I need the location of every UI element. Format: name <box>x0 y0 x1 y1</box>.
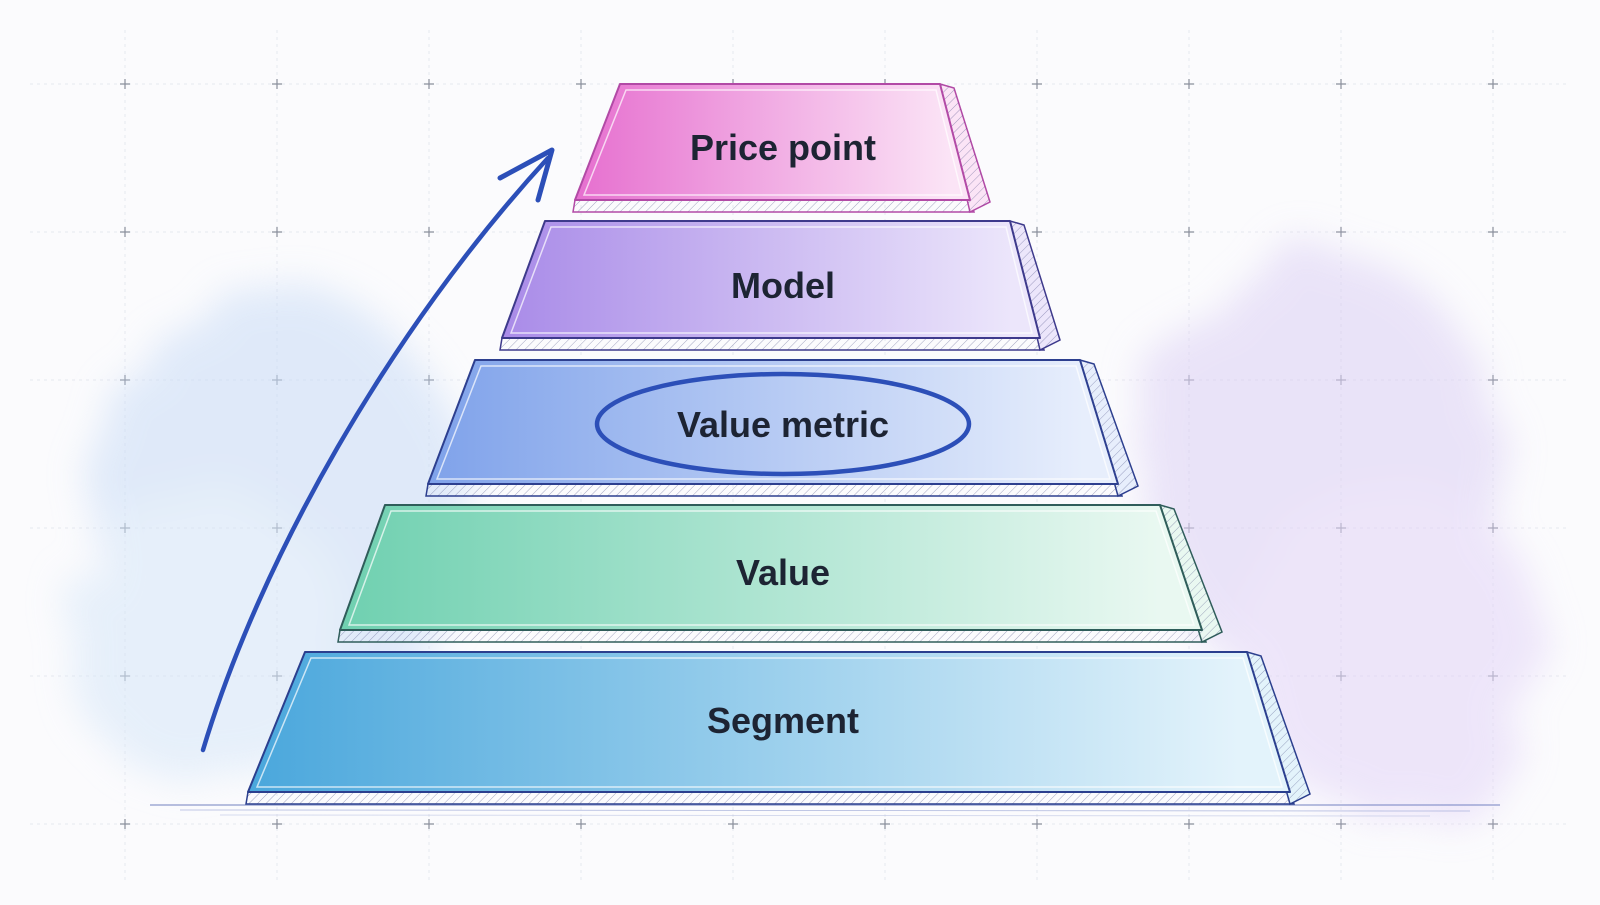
grid-cross-mark <box>1336 819 1346 829</box>
tier-label-model: Model <box>731 265 835 306</box>
grid-cross-mark <box>424 79 434 89</box>
pyramid-tiers <box>245 82 1311 806</box>
tier-segment-side-hatch <box>1247 652 1310 804</box>
tier-segment-inner-sketch <box>255 657 1284 788</box>
grid-cross-mark <box>1488 819 1498 829</box>
tier-value-metric <box>425 358 1139 498</box>
tier-value <box>337 503 1223 644</box>
tier-value-inner-sketch <box>347 510 1196 626</box>
grid-cross-mark <box>1032 819 1042 829</box>
tier-segment-front-face <box>247 651 1291 793</box>
grid-cross-mark <box>272 819 282 829</box>
tier-price-point-bottom-edge <box>572 199 976 213</box>
grid-cross-mark <box>120 819 130 829</box>
watercolor-wash-right <box>1140 250 1540 820</box>
tier-value-metric-front-face <box>427 359 1119 485</box>
tier-segment-bottom-edge <box>245 791 1296 805</box>
grid-cross-mark <box>1184 79 1194 89</box>
grid-cross-mark <box>576 79 586 89</box>
tier-value-metric-inner-sketch <box>435 365 1112 480</box>
ground-sketch <box>150 804 1500 817</box>
tier-model-front-face <box>501 220 1041 339</box>
grid-cross-mark <box>576 819 586 829</box>
tier-price-point <box>572 82 991 214</box>
tier-model-side-hatch <box>1010 221 1060 350</box>
tier-label-segment: Segment <box>707 700 859 741</box>
tier-price-point-inner-sketch <box>582 89 963 196</box>
value-metric-highlight-ellipse <box>594 371 972 477</box>
grid-cross-mark <box>120 375 130 385</box>
tier-value-bottom-edge <box>337 629 1208 643</box>
tier-price-point-side-hatch <box>940 84 990 212</box>
tier-value-side-hatch <box>1160 505 1222 642</box>
grid-cross-mark <box>1488 79 1498 89</box>
tier-label-price-point: Price point <box>690 127 876 168</box>
grid-cross-mark <box>728 819 738 829</box>
grid-cross-mark <box>424 227 434 237</box>
grid-cross-mark <box>424 819 434 829</box>
tier-segment <box>245 650 1311 806</box>
grid-cross-mark <box>1336 227 1346 237</box>
grid-cross-mark <box>272 79 282 89</box>
grid-cross-mark <box>120 79 130 89</box>
grid-cross-mark <box>880 819 890 829</box>
tier-model-inner-sketch <box>509 226 1033 334</box>
grid-cross-mark <box>1032 79 1042 89</box>
tier-value-metric-side-hatch <box>1080 360 1138 496</box>
grid-cross-mark <box>1032 227 1042 237</box>
tier-value-front-face <box>339 504 1203 631</box>
tier-label-value: Value <box>736 552 830 593</box>
upward-arrow <box>200 147 555 753</box>
grid-cross-mark <box>1488 227 1498 237</box>
tier-price-point-front-face <box>574 83 971 201</box>
tier-value-metric-bottom-edge <box>425 483 1124 497</box>
tier-model-bottom-edge <box>499 337 1046 351</box>
grid-cross-mark <box>1184 819 1194 829</box>
tier-label-value-metric: Value metric <box>677 404 889 445</box>
grid-cross-mark <box>1184 227 1194 237</box>
grid-cross-mark <box>120 227 130 237</box>
grid-cross-mark <box>272 227 282 237</box>
tier-model <box>499 219 1061 352</box>
grid-cross-mark <box>1336 79 1346 89</box>
grid-cross-mark <box>1488 375 1498 385</box>
